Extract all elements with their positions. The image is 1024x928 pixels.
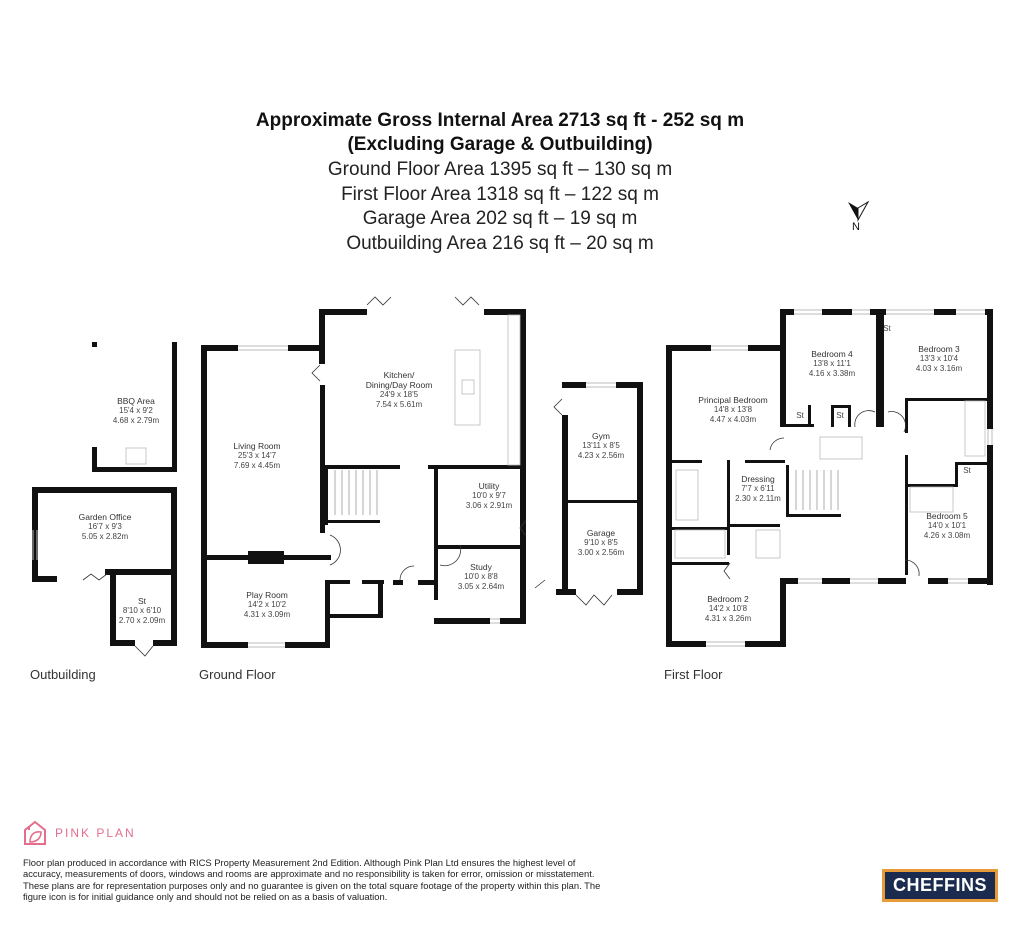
agent-logo: CHEFFINS	[882, 869, 998, 902]
store-label: St	[883, 324, 891, 333]
gross-area-subtitle: (Excluding Garage & Outbuilding)	[347, 134, 653, 155]
room-bedroom-4: Bedroom 4 13'8 x 11'1 4.16 x 3.38m	[808, 349, 856, 378]
room-principal-bedroom: Principal Bedroom 14'8 x 13'8 4.47 x 4.0…	[698, 395, 768, 424]
disclaimer-text: Floor plan produced in accordance with R…	[23, 857, 601, 903]
floor-label-first: First Floor	[664, 667, 723, 682]
north-arrow-icon	[848, 200, 870, 222]
store-label: St	[963, 466, 971, 475]
room-bedroom-5: Bedroom 5 14'0 x 10'1 4.26 x 3.08m	[923, 511, 971, 540]
room-kitchen-dining: Kitchen/ Dining/Day Room 24'9 x 18'5 7.5…	[365, 370, 433, 409]
room-garden-office: Garden Office 16'7 x 9'3 5.05 x 2.82m	[78, 512, 132, 541]
room-bedroom-2: Bedroom 2 14'2 x 10'8 4.31 x 3.26m	[704, 594, 752, 623]
north-label: N	[852, 221, 860, 233]
outbuilding-area: Outbuilding Area 216 sq ft – 20 sq m	[346, 233, 654, 254]
room-play-room: Play Room 14'2 x 10'2 4.31 x 3.09m	[243, 590, 291, 619]
floor-label-outbuilding: Outbuilding	[30, 667, 96, 682]
room-bbq-area: BBQ Area 15'4 x 9'2 4.68 x 2.79m	[112, 396, 160, 425]
first-floor-area: First Floor Area 1318 sq ft – 122 sq m	[341, 184, 659, 205]
room-dressing: Dressing 7'7 x 6'11 2.30 x 2.11m	[735, 474, 781, 503]
room-gym: Gym 13'11 x 8'5 4.23 x 2.56m	[577, 431, 625, 460]
room-utility: Utility 10'0 x 9'7 3.06 x 2.91m	[465, 481, 513, 510]
agent-logo-text: CHEFFINS	[893, 875, 987, 895]
gross-area-title: Approximate Gross Internal Area 2713 sq …	[255, 110, 745, 131]
room-living-room: Living Room 25'3 x 14'7 7.69 x 4.45m	[233, 441, 281, 470]
pink-plan-logo: PINK PLAN	[23, 820, 136, 846]
house-leaf-icon	[24, 820, 46, 845]
brand-name: PINK PLAN	[55, 826, 136, 840]
store-label: St	[836, 411, 844, 420]
store-label: St	[796, 411, 804, 420]
room-garage: Garage 9'10 x 8'5 3.00 x 2.56m	[577, 528, 625, 557]
floor-label-ground: Ground Floor	[199, 667, 276, 682]
room-outbuilding-store: St 8'10 x 6'10 2.70 x 2.09m	[118, 596, 166, 625]
ground-floor-area: Ground Floor Area 1395 sq ft – 130 sq m	[327, 159, 673, 180]
room-bedroom-3: Bedroom 3 13'3 x 10'4 4.03 x 3.16m	[915, 344, 963, 373]
garage-area: Garage Area 202 sq ft – 19 sq m	[362, 208, 638, 229]
room-study: Study 10'0 x 8'8 3.05 x 2.64m	[457, 562, 505, 591]
